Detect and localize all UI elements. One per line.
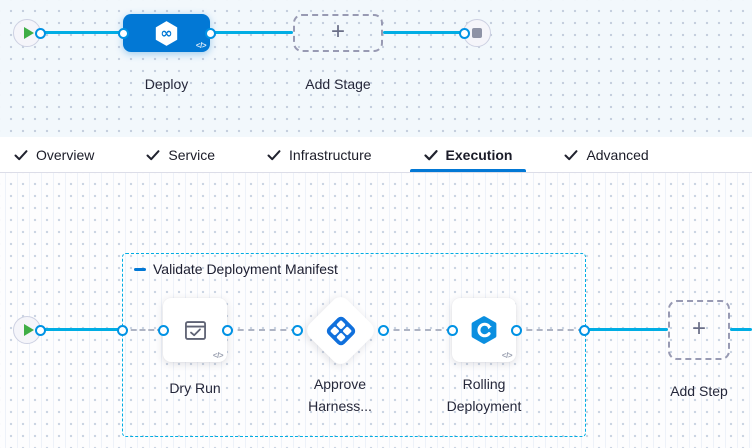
tab-service[interactable]: Service <box>132 137 229 172</box>
wire-dryrun-to-approve <box>227 329 297 331</box>
step-label-line: Harness... <box>308 398 372 414</box>
port <box>291 324 303 336</box>
tab-label: Overview <box>36 146 95 163</box>
port <box>116 324 128 336</box>
step-label-line: Approve <box>313 376 367 392</box>
stage-label-deploy: Deploy <box>144 76 189 92</box>
tab-infrastructure[interactable]: Infrastructure <box>253 137 385 172</box>
port <box>117 27 129 39</box>
add-stage-label: Add Stage <box>305 76 371 92</box>
play-icon <box>23 324 34 336</box>
wire-start-to-deploy <box>40 31 123 34</box>
port <box>458 27 470 39</box>
svg-text:∞: ∞ <box>160 25 172 42</box>
tab-label: Service <box>168 146 216 163</box>
step-label-line: Rolling <box>462 376 506 392</box>
step-group-header: Validate Deployment Manifest <box>134 261 338 277</box>
rolling-deployment-icon <box>471 316 497 344</box>
wire-rolling-to-groupend <box>516 329 584 331</box>
stage-config-tabs: Overview Service Infrastructure Executio… <box>0 137 752 173</box>
tab-execution[interactable]: Execution <box>409 137 527 172</box>
port <box>578 324 590 336</box>
step-node-rolling-deployment[interactable]: </> <box>452 298 516 362</box>
port <box>34 324 46 336</box>
dry-run-icon <box>184 320 206 340</box>
check-icon <box>564 149 578 160</box>
step-label-dry-run: Dry Run <box>169 380 221 396</box>
wire-group-to-addstep <box>586 328 668 331</box>
port <box>446 324 458 336</box>
tab-overview[interactable]: Overview <box>0 137 108 172</box>
step-node-dry-run[interactable]: </> <box>163 298 227 362</box>
step-label-rolling-deployment: Rolling Deployment <box>434 373 534 417</box>
plus-icon: + <box>691 315 706 342</box>
port <box>221 324 233 336</box>
tab-label: Advanced <box>586 146 649 163</box>
step-group-box[interactable] <box>122 253 586 437</box>
active-tab-indicator <box>409 169 527 172</box>
port <box>204 27 216 39</box>
stage-node-deploy[interactable]: ∞ </> <box>123 14 210 52</box>
check-icon <box>146 149 160 160</box>
plus-icon: + <box>330 18 345 45</box>
tab-label: Execution <box>445 146 513 163</box>
wire-group-to-dryrun <box>122 329 163 331</box>
harness-pipeline-icon: ∞ <box>155 20 178 46</box>
tab-label: Infrastructure <box>289 146 372 163</box>
port <box>157 324 169 336</box>
step-label-line: Deployment <box>446 398 522 414</box>
stop-icon <box>472 28 482 38</box>
port <box>377 324 389 336</box>
wire-start-to-group <box>40 328 122 331</box>
check-icon <box>267 149 281 160</box>
check-icon <box>14 149 28 160</box>
tab-advanced[interactable]: Advanced <box>550 137 662 172</box>
step-label-approve: Approve Harness... <box>290 373 390 417</box>
add-stage-button[interactable]: + <box>293 14 383 52</box>
step-group-title[interactable]: Validate Deployment Manifest <box>153 261 338 277</box>
port <box>510 324 522 336</box>
code-icon[interactable]: </> <box>501 351 513 360</box>
collapse-icon[interactable] <box>134 267 146 271</box>
play-icon <box>23 27 34 39</box>
approval-icon <box>326 316 356 346</box>
execution-canvas <box>0 173 752 448</box>
wire-addstage-to-end <box>383 31 464 34</box>
add-step-button[interactable]: + <box>668 300 730 360</box>
stage-canvas: ∞ </> + Deploy Add Stage <box>0 0 752 137</box>
wire-addstep-out <box>730 328 752 331</box>
add-step-label: Add Step <box>670 383 728 399</box>
wire-deploy-to-addstage <box>210 31 293 34</box>
check-icon <box>423 149 438 160</box>
port <box>34 27 46 39</box>
code-icon[interactable]: </> <box>212 351 224 360</box>
code-icon[interactable]: </> <box>195 41 207 50</box>
wire-approve-to-rolling <box>383 329 452 331</box>
